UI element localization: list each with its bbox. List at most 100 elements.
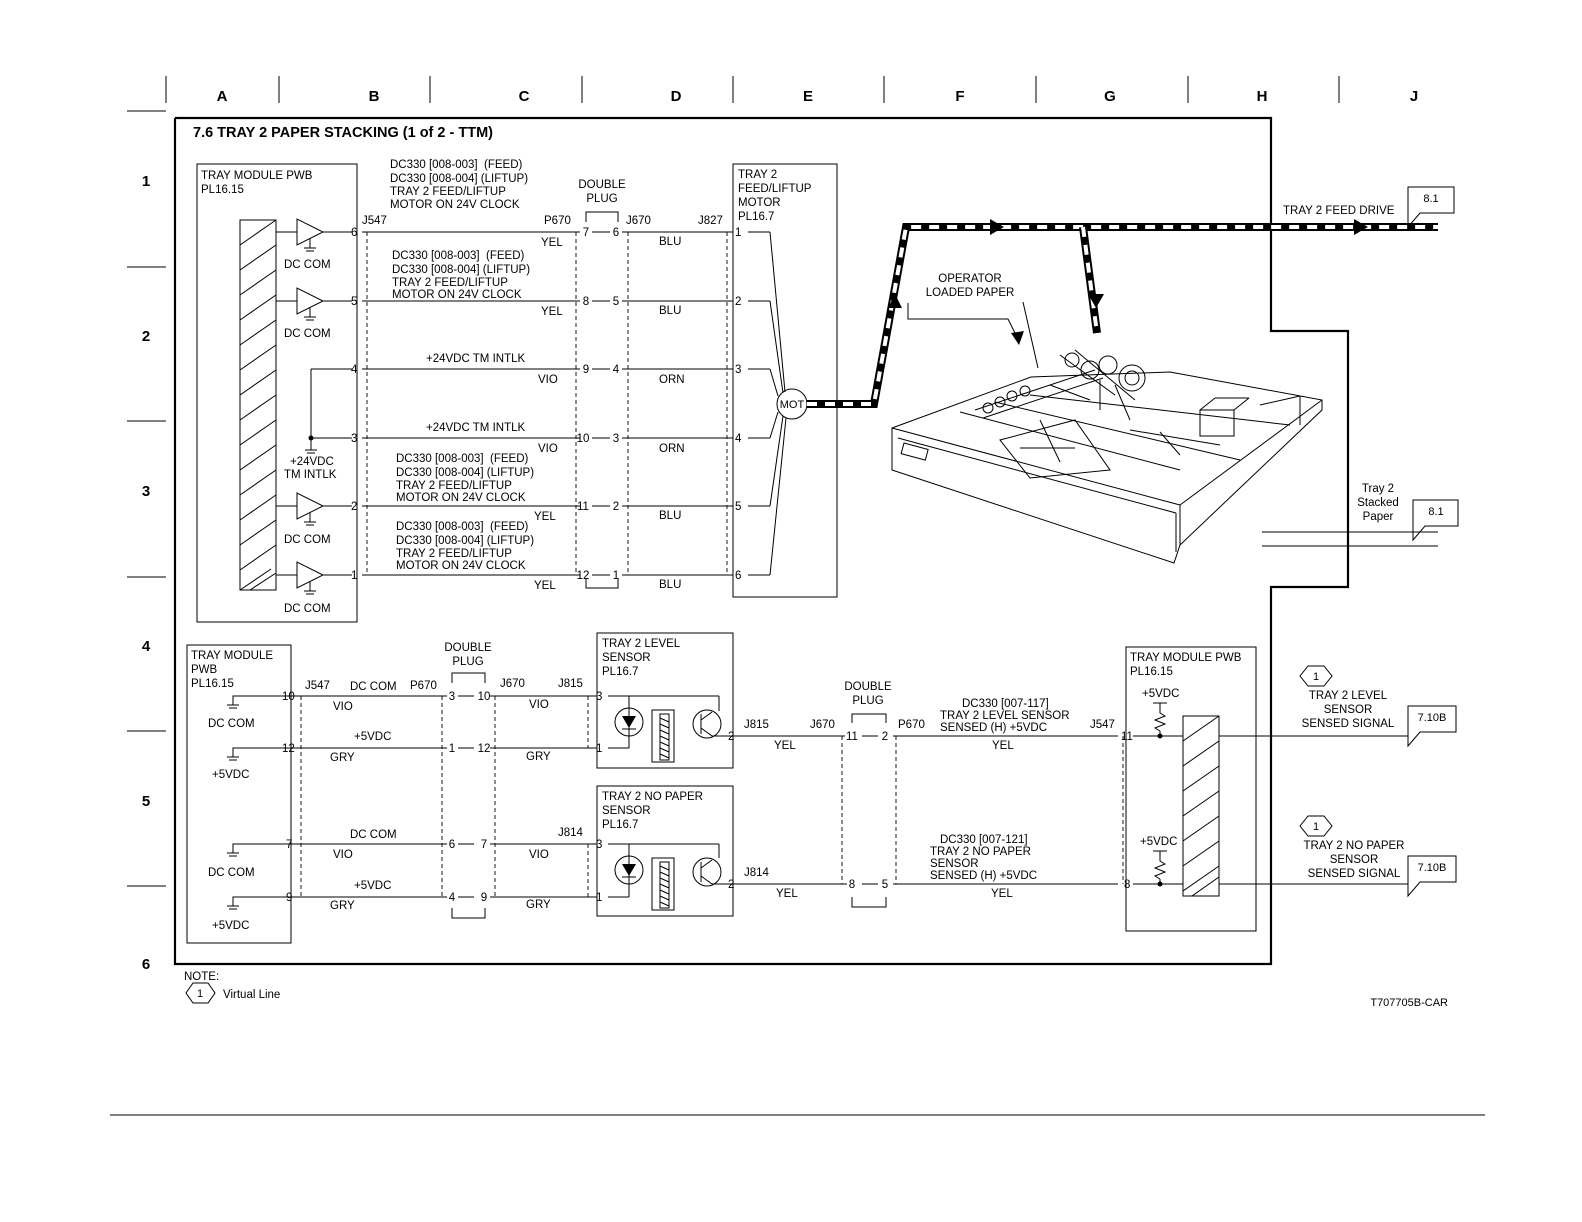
- svg-text:DC330 [008-003]: DC330 [008-003]: [390, 159, 478, 171]
- svg-text:SENSOR: SENSOR: [930, 858, 979, 870]
- svg-text:SENSED (H) +5VDC: SENSED (H) +5VDC: [940, 722, 1047, 734]
- double-plug-bracket: [851, 713, 887, 723]
- wire-color: YEL: [776, 888, 798, 900]
- row-label: 6: [142, 956, 150, 973]
- svg-text:10: 10: [478, 691, 491, 703]
- driver-buffer-5: [276, 287, 352, 321]
- svg-text:GRY: GRY: [330, 752, 355, 764]
- intlk-label: TM INTLK: [284, 469, 337, 481]
- no-paper-sensor-symbol: [608, 843, 733, 911]
- pin-number: 10: [577, 433, 590, 445]
- motor-label: FEED/LIFTUP: [738, 183, 812, 195]
- row-label: 4: [142, 638, 151, 655]
- svg-text:12: 12: [478, 743, 491, 755]
- svg-text:DC330 [008-003]: DC330 [008-003]: [396, 453, 484, 465]
- row-label: 1: [142, 173, 150, 190]
- svg-text:MOTOR ON 24V CLOCK: MOTOR ON 24V CLOCK: [396, 492, 526, 504]
- svg-text:TRAY 2 FEED/LIFTUP: TRAY 2 FEED/LIFTUP: [396, 480, 512, 492]
- connector-p670: P670: [898, 719, 925, 731]
- column-label: B: [369, 88, 380, 105]
- feed-signal-3: DC330 [008-003](FEED) DC330 [008-004] (L…: [396, 453, 534, 504]
- tray-module-pwb-bottom-left: [186, 644, 292, 944]
- connector-j827: J827: [698, 215, 723, 227]
- column-labels: A B C D E F G H J: [217, 88, 1419, 105]
- double-plug-bracket: [451, 672, 486, 683]
- svg-text:DC330 [007-117]: DC330 [007-117]: [962, 698, 1049, 710]
- plus5-label: +5VDC: [1140, 836, 1177, 848]
- svg-text:1: 1: [596, 743, 602, 755]
- double-plug-label: PLUG: [586, 193, 617, 205]
- pin-number: 1: [735, 227, 741, 239]
- svg-text:(FEED): (FEED): [490, 521, 529, 533]
- svg-text:MOTOR ON 24V CLOCK: MOTOR ON 24V CLOCK: [392, 289, 522, 301]
- feed-drive-path: [807, 219, 1438, 408]
- wire-color: YEL: [991, 888, 1013, 900]
- stacked-paper-label: Stacked: [1357, 497, 1399, 509]
- svg-text:VIO: VIO: [333, 701, 353, 713]
- virtual-line-number: 1: [1313, 821, 1319, 833]
- pwb-bottom-right-label: PL16.15: [1130, 666, 1173, 678]
- column-label: E: [803, 88, 813, 105]
- pin-number: 4: [351, 364, 358, 376]
- pin-number: 3: [613, 433, 619, 445]
- no-paper-sensor-label: PL16.7: [602, 819, 638, 831]
- driver-buffer-2: [276, 492, 352, 526]
- level-sensor-label: PL16.7: [602, 666, 638, 678]
- column-label: C: [519, 88, 530, 105]
- svg-text:1: 1: [449, 743, 455, 755]
- svg-text:+5VDC: +5VDC: [354, 731, 391, 743]
- double-plug-bracket: [585, 211, 619, 222]
- pin-number: 2: [728, 879, 734, 891]
- wire-color: YEL: [541, 237, 563, 249]
- wire-color: BLU: [659, 236, 681, 248]
- operator-leader: [907, 303, 1018, 338]
- wire-color: VIO: [538, 443, 558, 455]
- bottom-left-pin-numbers: 10 12 7 9 3 1 6 4 10 12 7 9 3 1 3 1: [282, 691, 602, 904]
- svg-text:8: 8: [849, 879, 855, 891]
- no-paper-output-label: SENSED SIGNAL: [1308, 868, 1401, 880]
- motor-symbol-label: MOT: [780, 399, 805, 411]
- plus5-label: +5VDC: [1142, 688, 1179, 700]
- svg-text:TRAY 2 FEED/LIFTUP: TRAY 2 FEED/LIFTUP: [396, 548, 512, 560]
- svg-text:GRY: GRY: [330, 900, 355, 912]
- connector-j670: J670: [810, 719, 835, 731]
- pwb-bottom-left-label: PWB: [191, 664, 218, 676]
- diagram-border: [173, 116, 1350, 966]
- svg-text:1: 1: [596, 892, 602, 904]
- motor-label: MOTOR: [738, 197, 781, 209]
- svg-text:VIO: VIO: [529, 849, 549, 861]
- connector-j670: J670: [500, 678, 525, 690]
- operator-label: OPERATOR: [938, 273, 1001, 285]
- operator-label: LOADED PAPER: [926, 287, 1015, 299]
- dc-com-label: DC COM: [284, 534, 331, 546]
- no-paper-sensor-box: [596, 785, 734, 917]
- pin-number: 2: [735, 296, 741, 308]
- feed-signal-2: DC330 [008-003](FEED) DC330 [008-004] (L…: [392, 250, 530, 301]
- pwb-bottom-right-label: TRAY MODULE PWB: [1130, 652, 1242, 664]
- svg-text:6: 6: [449, 839, 455, 851]
- pin-number: 6: [735, 570, 741, 582]
- pwb-top-hatch: [239, 219, 277, 591]
- svg-text:11: 11: [846, 731, 858, 743]
- document-id: T707705B-CAR: [1370, 997, 1448, 1009]
- no-paper-signal-desc: DC330 [007-121] TRAY 2 NO PAPER SENSOR S…: [930, 834, 1037, 882]
- svg-text:2: 2: [882, 731, 888, 743]
- svg-text:GRY: GRY: [526, 751, 551, 763]
- wire-color: YEL: [534, 511, 556, 523]
- row-label: 5: [142, 793, 150, 810]
- svg-text:7: 7: [481, 839, 487, 851]
- plus5-label: +5VDC: [212, 920, 249, 932]
- pull-up-resistors: [1133, 702, 1183, 887]
- double-plug-bracket: [585, 578, 619, 589]
- svg-text:(FEED): (FEED): [486, 250, 525, 262]
- feed-signal-4: DC330 [008-003](FEED) DC330 [008-004] (L…: [396, 521, 534, 572]
- intlk-signal: +24VDC TM INTLK: [426, 422, 525, 434]
- connector-j814: J814: [744, 867, 770, 879]
- svg-text:9: 9: [286, 892, 292, 904]
- row-label: 3: [142, 483, 150, 500]
- row-labels: 1 2 3 4 5 6: [142, 173, 151, 973]
- level-sensor-box: [596, 632, 734, 769]
- bottom-left-grounds: [227, 695, 296, 910]
- column-label: D: [671, 88, 682, 105]
- bottom-right-wires: [733, 735, 1118, 885]
